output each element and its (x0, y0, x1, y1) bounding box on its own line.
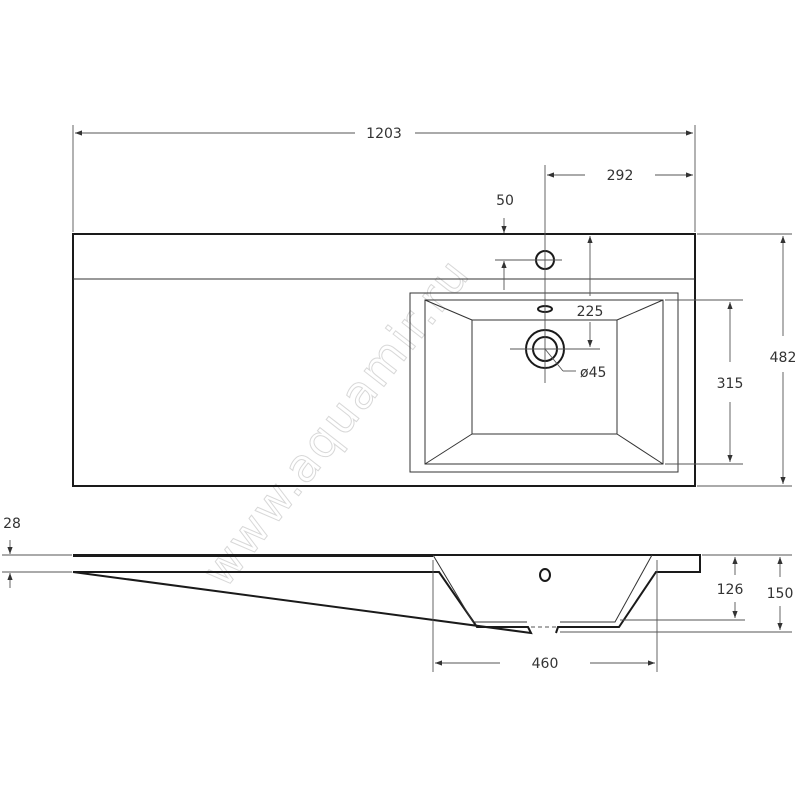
label-basin-inner-height: 126 (717, 582, 744, 598)
basin-rim (409, 292, 679, 473)
side-profile-inner (432, 554, 653, 623)
basin-top (424, 299, 664, 465)
dim-basin-width: 460 (432, 560, 658, 672)
dim-overall-width: 1203 (72, 125, 696, 232)
dim-tap-to-edge: 292 (547, 168, 693, 184)
dim-tap-offset: 50 (496, 193, 514, 290)
label-slab-thickness: 28 (3, 516, 21, 532)
dim-basin-inner-height: 126 (620, 557, 745, 621)
dim-overall-depth: 482 (697, 233, 797, 487)
label-basin-width: 460 (532, 656, 559, 672)
label-overall-width: 1203 (366, 126, 402, 142)
dim-slab-thickness: 28 (2, 516, 72, 588)
dim-drain-diameter: ø45 (544, 348, 606, 381)
label-drain-diameter: ø45 (580, 365, 606, 381)
centerlines (495, 165, 600, 383)
label-tap-offset: 50 (496, 193, 514, 209)
basin-slopes (424, 299, 664, 465)
overflow-hole-side (539, 568, 551, 582)
countertop-outline (72, 233, 696, 487)
basin-bottom (471, 319, 618, 435)
top-view: 1203 292 50 225 ø45 315 (72, 125, 797, 487)
dim-drain-offset: 225 (577, 236, 604, 347)
side-view: 28 126 150 460 (2, 516, 793, 672)
label-overall-depth: 482 (770, 350, 797, 366)
label-drain-offset: 225 (577, 304, 604, 320)
label-tap-to-edge: 292 (607, 168, 634, 184)
dim-basin-depth: 315 (665, 299, 744, 465)
label-basin-depth: 315 (717, 376, 744, 392)
label-basin-total-height: 150 (767, 586, 794, 602)
dim-basin-total-height: 150 (560, 554, 794, 633)
side-profile-outer (72, 554, 701, 635)
